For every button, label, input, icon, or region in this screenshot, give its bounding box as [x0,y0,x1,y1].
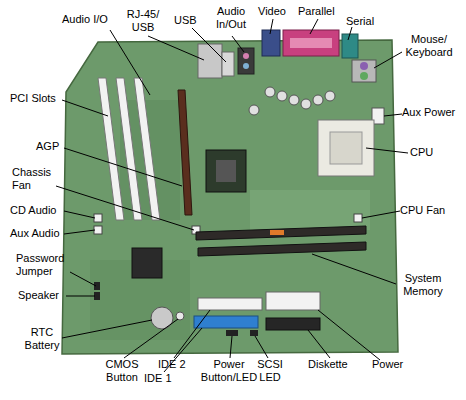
part-label: RJ-45/ USB [124,8,162,34]
leader-line [318,310,380,360]
chipset-heatsink [206,150,246,192]
leader-line [148,36,204,60]
capacitor [265,87,275,97]
aux-audio-header [94,226,102,234]
part-label: Speaker [18,289,59,302]
part-label: System Memory [396,272,450,298]
part-label: PCI Slots [10,92,56,105]
audio-jack-hole [243,53,249,59]
serial-port [342,34,358,58]
leader-line [255,336,268,358]
leader-line [310,19,318,34]
part-label: Serial [346,15,374,28]
part-label: Power [372,358,403,371]
part-label: Aux Power [402,106,455,119]
audio-jack-hole [243,63,249,69]
part-label: Audio I/O [62,13,108,26]
memory-slot [196,226,366,240]
board-shade [250,190,370,230]
cpu-socket-center [330,132,362,164]
leader-line [192,28,226,62]
part-label: Password Jumper [16,252,72,278]
parallel-pins [290,38,332,48]
rtc-battery [151,307,173,329]
audio-jack [238,48,254,74]
capacitor-row [249,87,335,115]
leader-line [362,211,400,218]
leader-line [174,310,210,358]
capacitor [325,91,335,101]
leader-line [62,320,152,338]
part-label: Aux Audio [10,227,60,240]
capacitor [301,99,311,109]
leader-line [62,100,108,116]
cpu-fan-header [354,214,362,222]
video-connector [262,30,280,56]
power-button-header [226,330,238,336]
part-label: Power Button/LED [196,358,262,384]
leader-line [230,336,232,358]
leader-line [124,319,178,358]
capacitor [277,91,287,101]
keyboard-port [360,72,368,80]
memory-latch [270,230,284,235]
scsi-led-header [250,330,258,336]
leader-line [70,272,96,286]
leader-line [64,148,182,186]
part-label: IDE 2 [158,358,186,371]
leader-line [384,114,402,116]
pci-slot [134,78,160,220]
leader-line [374,52,402,68]
leader-lines [56,19,408,372]
leader-line [56,186,194,230]
agp-slot [178,90,192,215]
memory-slot [198,242,366,256]
part-label: SCSI LED [254,358,286,384]
leader-line [64,230,95,234]
leader-line [308,330,330,358]
power-connector [266,292,320,310]
rj45-usb-connector [198,44,222,78]
password-jumper [94,282,100,290]
circuit-board [62,40,398,354]
part-label: CPU [410,146,433,159]
southbridge-chip [132,248,162,278]
leader-line [66,296,95,297]
part-label: IDE 1 [144,372,172,385]
part-label: CMOS Button [100,358,144,384]
part-label: CD Audio [10,204,56,217]
diskette-connector [266,318,320,330]
part-label: Chassis Fan [12,166,56,192]
part-label: Audio In/Out [210,5,252,31]
capacitor [249,105,259,115]
mouse-port [360,62,368,70]
part-label: RTC Battery [18,326,66,352]
leader-line [110,30,150,95]
leader-line [232,36,244,52]
part-label: CPU Fan [400,204,445,217]
usb-connector [222,52,234,76]
part-label: Diskette [308,358,348,371]
leader-line [312,254,396,284]
leader-line [270,19,273,34]
capacitor [289,95,299,105]
cpu-socket [318,120,374,176]
cmos-button [176,312,184,320]
capacitor [313,95,323,105]
leader-line [64,211,95,218]
leader-line [366,148,408,153]
part-label: Video [258,5,286,18]
ide2-connector [198,298,262,310]
cd-audio-header [94,214,102,222]
part-label: USB [174,14,197,27]
part-label: Mouse/ Keyboard [400,33,458,59]
parallel-port [283,30,339,56]
part-label: Parallel [298,5,335,18]
part-label: AGP [36,140,59,153]
leader-line [348,27,352,40]
ps2-connector [352,60,376,82]
chipset [216,160,236,182]
